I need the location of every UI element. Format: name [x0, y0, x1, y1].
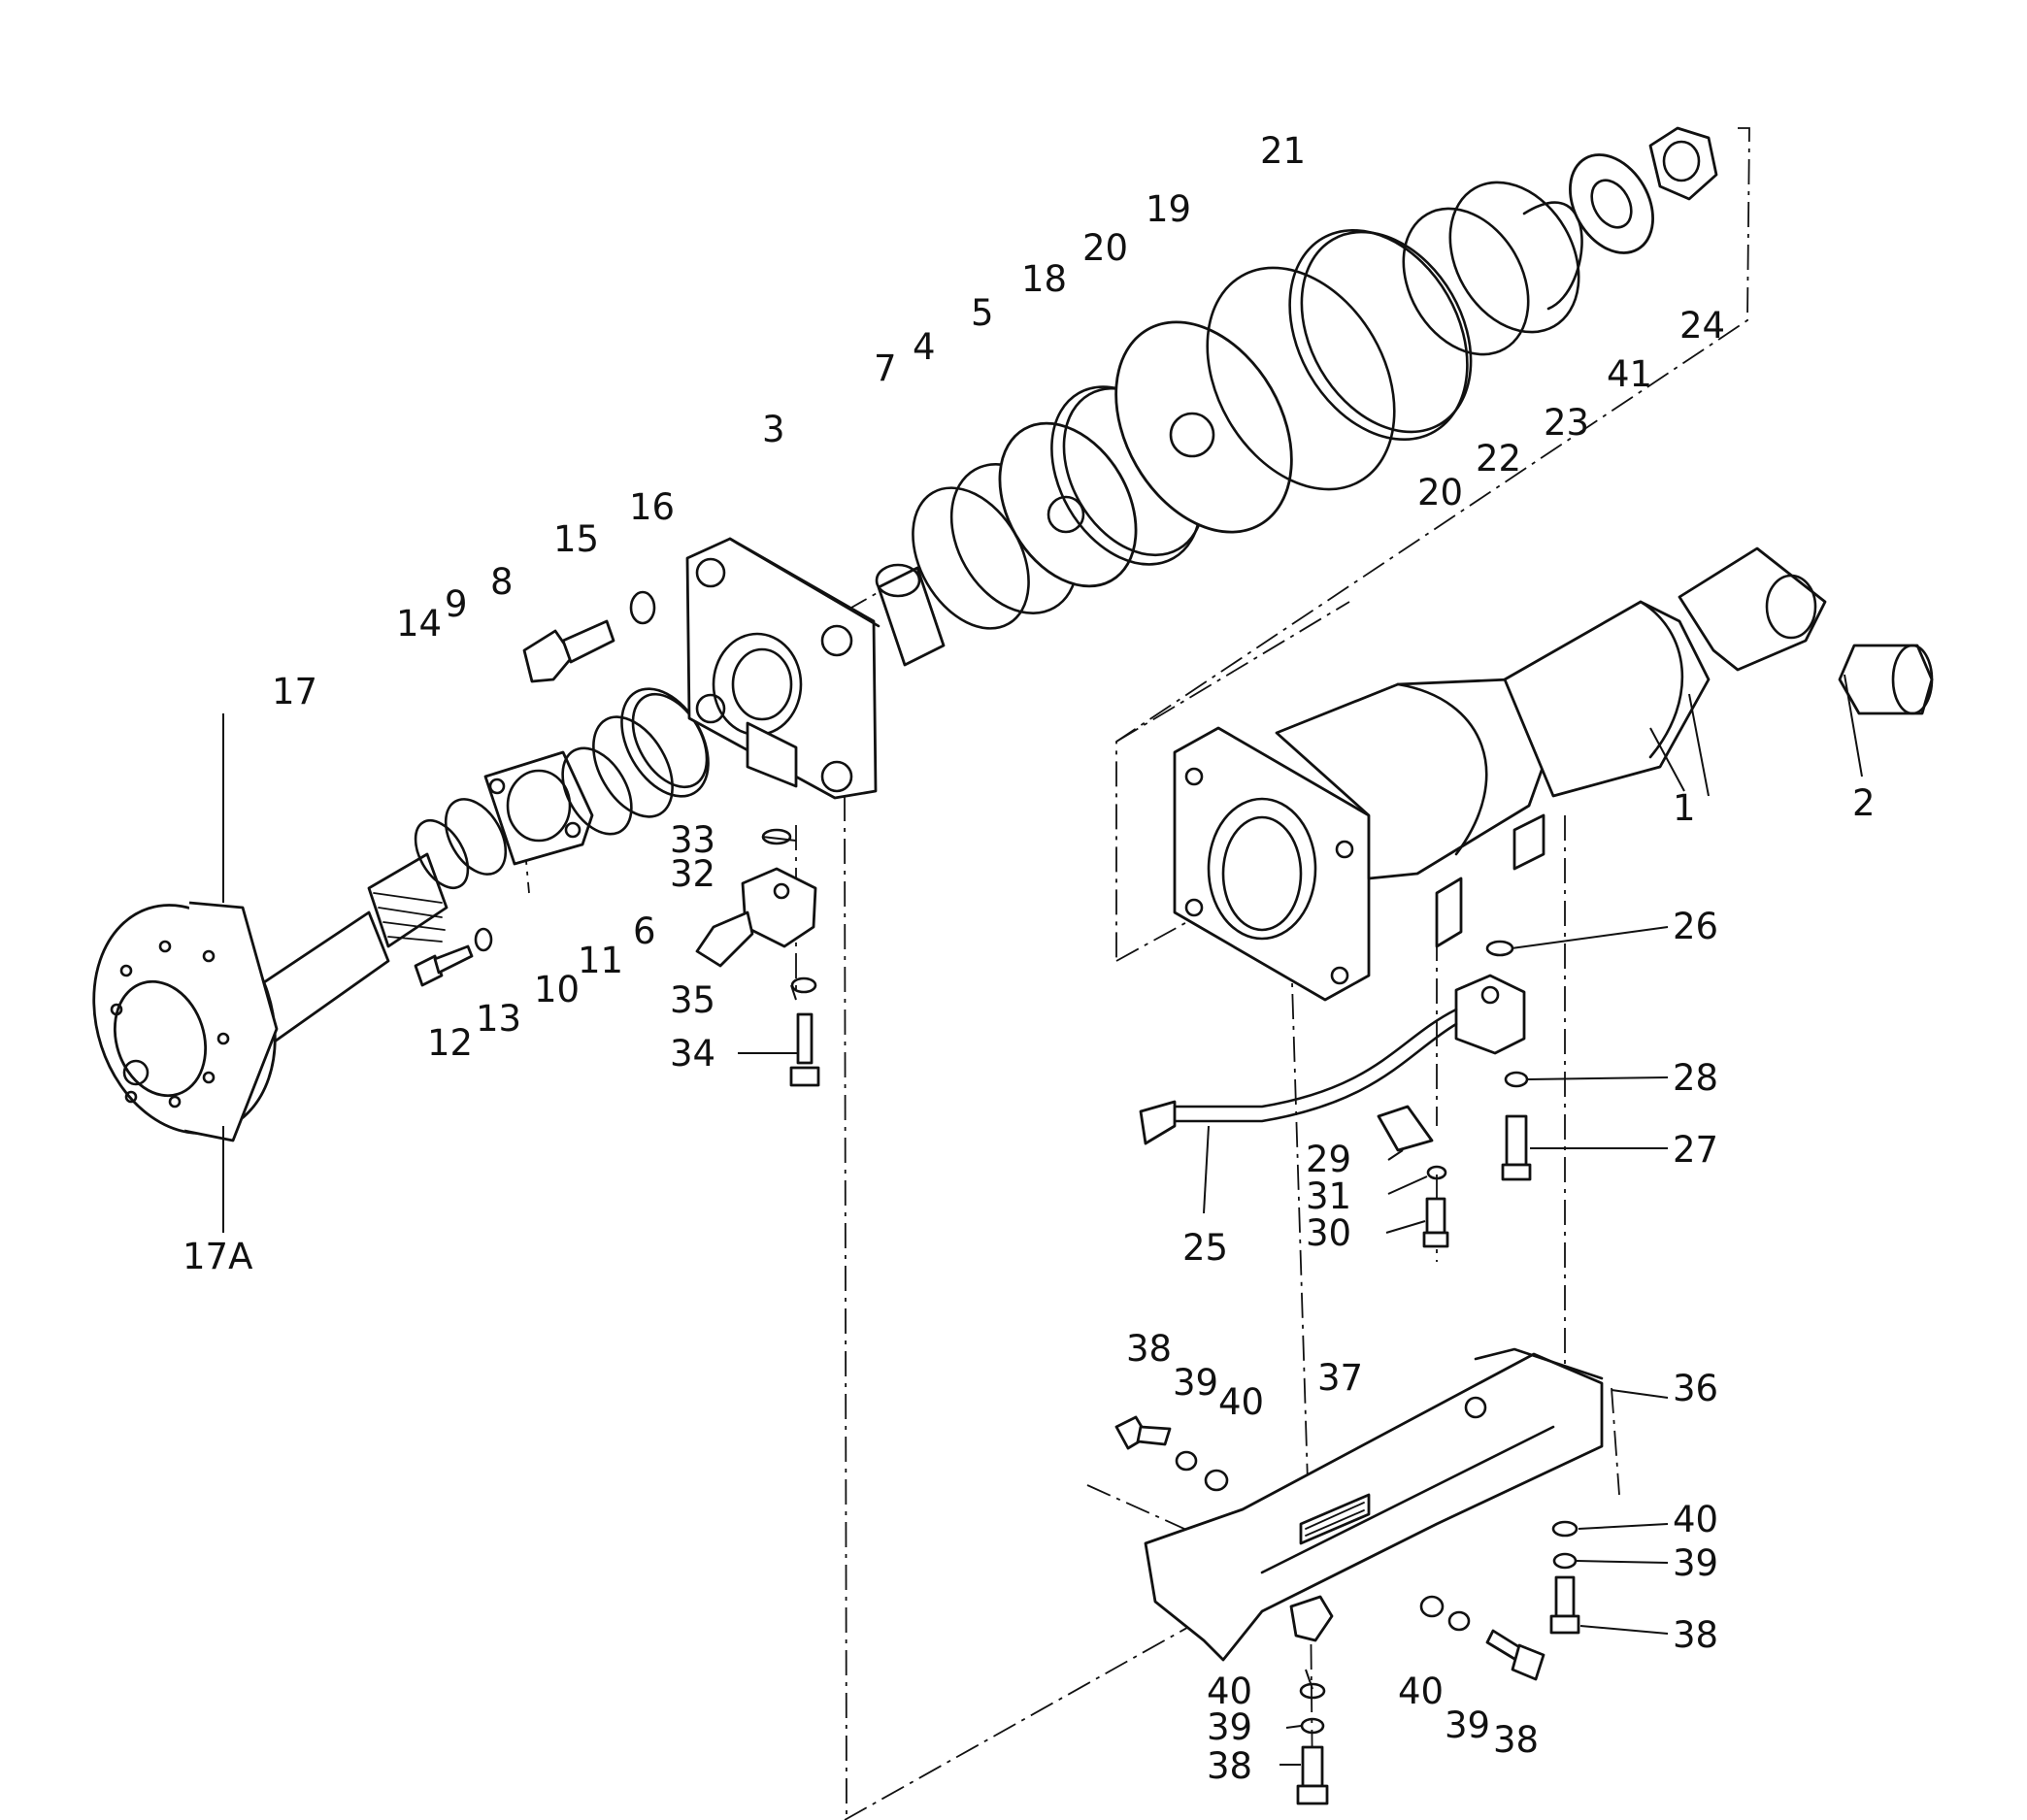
- callout-34: 34: [670, 1033, 715, 1075]
- part-36-37-guard-bracket: [1144, 1347, 1604, 1662]
- part-15-16-bolt-washer: [522, 590, 656, 683]
- callout-39-left: 39: [1173, 1362, 1218, 1404]
- callout-17: 17: [272, 671, 317, 712]
- part-25-to-31-oil-line: [1139, 940, 1532, 1248]
- callout-labels: 1 2 3 4 5 6 7 8 9 10 11 12 13 14 15 16 1…: [183, 130, 1876, 1787]
- callout-31: 31: [1306, 1175, 1351, 1217]
- part-seals-10-11-6: [561, 687, 710, 836]
- part-rings-14-9-8: [414, 750, 594, 889]
- part-12-13-bolt: [414, 927, 493, 987]
- callout-13: 13: [476, 998, 521, 1040]
- callout-26: 26: [1673, 906, 1718, 947]
- callout-7: 7: [874, 347, 897, 389]
- callout-38-bottom-right: 38: [1493, 1719, 1539, 1761]
- callout-10: 10: [534, 969, 580, 1010]
- part-38-39-40-hardware: [1114, 1415, 1580, 1805]
- callout-30: 30: [1306, 1212, 1351, 1254]
- callout-4: 4: [913, 326, 936, 368]
- callout-41: 41: [1607, 353, 1652, 395]
- callout-24: 24: [1679, 305, 1725, 347]
- part-3-housing-plate: [685, 537, 881, 800]
- callout-18: 18: [1021, 258, 1067, 300]
- callout-38-left: 38: [1126, 1328, 1172, 1370]
- leader-lines: [222, 674, 1863, 1766]
- callout-16: 16: [629, 486, 675, 528]
- callout-37: 37: [1317, 1357, 1363, 1399]
- callout-19: 19: [1146, 188, 1191, 230]
- part-32-35-34-fitting: [695, 828, 820, 1087]
- callout-36: 36: [1673, 1368, 1718, 1409]
- part-2-bushing: [1838, 644, 1934, 715]
- callout-17A: 17A: [183, 1236, 252, 1277]
- callout-27: 27: [1673, 1129, 1718, 1171]
- part-22-23-41-24-retainers: [1402, 126, 1718, 356]
- callout-40-bottom: 40: [1207, 1671, 1252, 1712]
- callout-28: 28: [1673, 1057, 1718, 1099]
- callout-20-lower: 20: [1417, 472, 1463, 513]
- callout-40-left: 40: [1218, 1381, 1264, 1423]
- callout-8: 8: [490, 561, 514, 603]
- callout-38-bottom: 38: [1207, 1745, 1252, 1787]
- callout-1: 1: [1673, 787, 1696, 829]
- callout-39-bottom: 39: [1207, 1706, 1252, 1748]
- callout-33: 33: [670, 819, 715, 861]
- callout-15: 15: [553, 518, 599, 560]
- callout-40-bottom-right: 40: [1398, 1671, 1444, 1712]
- callout-9: 9: [445, 583, 468, 625]
- callout-23: 23: [1544, 402, 1589, 444]
- part-17-shaft: [92, 852, 449, 1142]
- callout-5: 5: [971, 292, 994, 334]
- callout-25: 25: [1182, 1227, 1228, 1269]
- callout-2: 2: [1852, 782, 1876, 824]
- callout-39-bottom-right: 39: [1445, 1704, 1490, 1746]
- callout-14: 14: [396, 603, 442, 645]
- part-1-cylinder-barrel: [1173, 546, 1827, 1002]
- callout-38-right: 38: [1673, 1614, 1718, 1656]
- callout-3: 3: [762, 409, 785, 450]
- callout-35: 35: [670, 979, 715, 1021]
- callout-21: 21: [1260, 130, 1306, 172]
- callout-12: 12: [427, 1022, 473, 1064]
- callout-32: 32: [670, 853, 715, 895]
- callout-6: 6: [633, 910, 656, 952]
- callout-29: 29: [1306, 1139, 1351, 1180]
- callout-40-right: 40: [1673, 1499, 1718, 1540]
- callout-39-right: 39: [1673, 1542, 1718, 1584]
- callout-20-upper: 20: [1082, 227, 1128, 269]
- callout-22: 22: [1476, 438, 1521, 480]
- callout-11: 11: [578, 940, 623, 981]
- part-18-19-20-21-piston-seals: [998, 228, 1473, 588]
